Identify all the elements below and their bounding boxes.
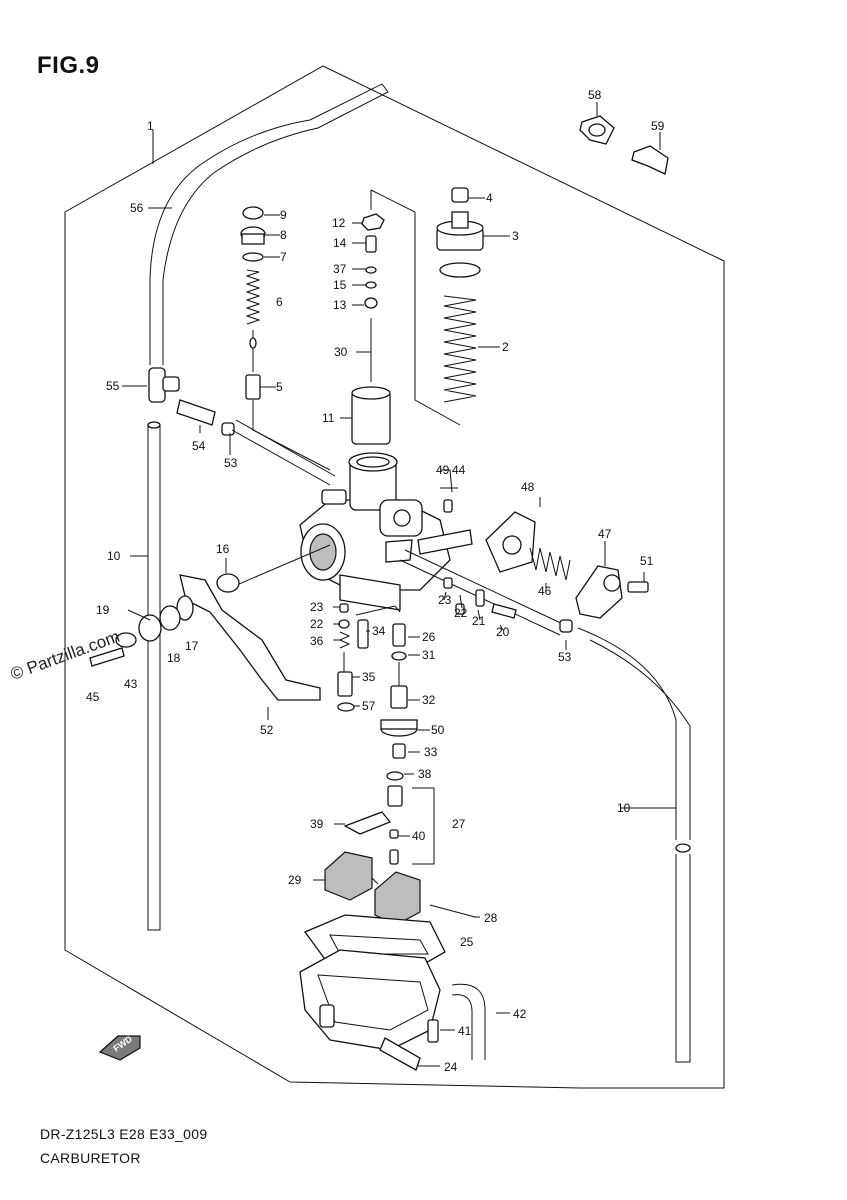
callout-21: 21	[472, 614, 486, 628]
callout-53b: 53	[558, 650, 572, 664]
callout-32: 32	[422, 693, 436, 707]
callout-29: 29	[288, 873, 302, 887]
callout-5: 5	[276, 380, 283, 394]
callout-22a: 22	[454, 606, 468, 620]
callout-3: 3	[512, 229, 519, 243]
jet-column-left	[337, 603, 369, 712]
callout-50: 50	[431, 723, 445, 737]
callout-41: 41	[458, 1024, 472, 1038]
screw-44	[443, 499, 453, 513]
float-29	[324, 851, 421, 926]
callout-51: 51	[640, 554, 654, 568]
callout-48: 48	[521, 480, 535, 494]
callout-12: 12	[332, 216, 346, 230]
callout-59: 59	[651, 119, 665, 133]
callout-38: 38	[418, 767, 432, 781]
callout-53a: 53	[224, 456, 238, 470]
figure-title: FIG.9	[37, 52, 100, 79]
carburetor-body	[299, 452, 473, 611]
callout-54: 54	[192, 439, 206, 453]
tee-fitting-55	[148, 367, 180, 403]
callout-15: 15	[333, 278, 347, 292]
vent-tube-10-left	[147, 424, 161, 931]
callout-19: 19	[96, 603, 110, 617]
fwd-arrow-icon: FWD	[98, 1033, 141, 1061]
drain-tube-42	[451, 983, 486, 1060]
callout-11: 11	[322, 411, 335, 425]
callout-35: 35	[362, 670, 376, 684]
vent-tube-10-right	[577, 627, 691, 840]
callout-7: 7	[280, 250, 287, 264]
callout-labels: 1 56 9 8 7 6 5 12 14 37 15 13 30 11 4 3 …	[86, 88, 665, 1074]
vent-tube-56	[149, 83, 389, 365]
float-valve-assembly	[343, 785, 403, 865]
callout-39: 39	[310, 817, 324, 831]
callout-40: 40	[412, 829, 426, 843]
diagram-boundary	[64, 65, 725, 1089]
callout-2: 2	[502, 340, 509, 354]
callout-52: 52	[260, 723, 274, 737]
callout-36: 36	[310, 634, 324, 648]
clip-58	[579, 115, 615, 145]
jet-column-right	[380, 623, 418, 781]
callout-42: 42	[513, 1007, 527, 1021]
callout-31: 31	[422, 648, 436, 662]
drain-screw-41	[427, 1019, 439, 1043]
callout-55: 55	[106, 379, 120, 393]
callout-23b: 23	[310, 600, 324, 614]
cap-and-spring	[436, 187, 484, 403]
callout-28: 28	[484, 911, 498, 925]
callout-14: 14	[333, 236, 347, 250]
adjust-screws-right	[443, 577, 517, 619]
callout-27: 27	[452, 817, 466, 831]
figure-code: DR-Z125L3 E28 E33_009	[40, 1126, 208, 1142]
clamp-53-right	[559, 619, 573, 633]
callout-6: 6	[276, 295, 283, 309]
callout-9: 9	[280, 208, 287, 222]
float-chamber	[299, 949, 441, 1071]
callout-43: 43	[124, 677, 138, 691]
callout-8: 8	[280, 228, 287, 242]
callout-37: 37	[333, 262, 347, 276]
callout-56: 56	[130, 201, 144, 215]
callout-46: 46	[538, 584, 552, 598]
callout-25: 25	[460, 935, 474, 949]
callout-24: 24	[444, 1060, 458, 1074]
callout-34: 34	[372, 624, 386, 638]
callout-23a: 23	[438, 593, 452, 607]
callout-58: 58	[588, 88, 602, 102]
callout-4: 4	[486, 191, 493, 205]
tube-54	[176, 399, 216, 426]
callout-57: 57	[362, 699, 376, 713]
clamp-53-left	[221, 422, 235, 436]
float-pin-28	[429, 904, 476, 918]
lever-assembly	[89, 573, 321, 701]
clip-59	[631, 145, 669, 175]
figure-name: CARBURETOR	[40, 1150, 141, 1166]
choke-cover-assembly	[485, 511, 649, 619]
callout-10b: 10	[617, 801, 631, 815]
callout-45: 45	[86, 690, 100, 704]
callout-44: 44	[452, 463, 466, 477]
parts-column-middle	[351, 213, 391, 445]
callout-22b: 22	[310, 617, 324, 631]
callout-26: 26	[422, 630, 436, 644]
callout-33: 33	[424, 745, 438, 759]
leader-lines	[122, 102, 676, 1067]
callout-47: 47	[598, 527, 612, 541]
callout-18: 18	[167, 651, 181, 665]
parts-column-left	[240, 206, 266, 400]
callout-10a: 10	[107, 549, 121, 563]
callout-17: 17	[185, 639, 199, 653]
callout-13: 13	[333, 298, 347, 312]
callout-49: 49	[436, 463, 450, 477]
callout-1: 1	[147, 119, 154, 133]
callout-16: 16	[216, 542, 230, 556]
callout-20: 20	[496, 625, 510, 639]
callout-30: 30	[334, 345, 348, 359]
